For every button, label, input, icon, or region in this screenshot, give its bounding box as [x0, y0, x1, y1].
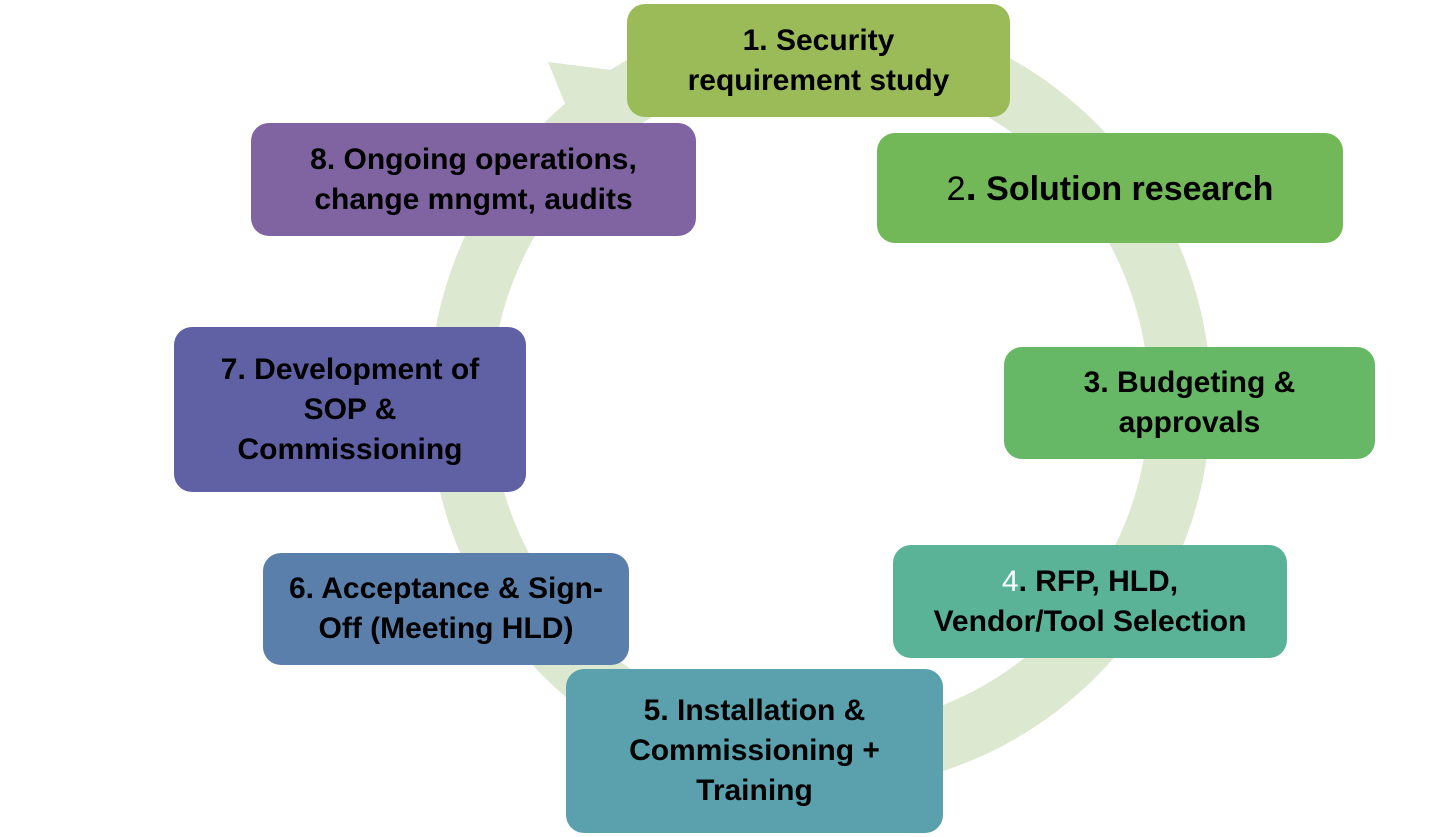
step-2-label: Solution research [986, 170, 1274, 208]
step-8-line-2: change mngmt, audits [314, 182, 633, 216]
step-5-line-2: Commissioning + [629, 734, 880, 767]
step-3-line-1: 3. Budgeting & [1083, 366, 1296, 399]
step-1-line-2: requirement study [687, 63, 950, 97]
step-6-acceptance-sign-off: 6. Acceptance & Sign- Off (Meeting HLD) [263, 553, 629, 665]
step-6-line-2: Off (Meeting HLD) [318, 612, 574, 645]
step-3-line-2: approvals [1118, 406, 1261, 439]
step-6-line-1: 6. Acceptance & Sign- [289, 572, 603, 605]
step-4-line-2: Vendor/Tool Selection [933, 604, 1247, 638]
step-1-security-requirement-study: 1. Security requirement study [627, 4, 1010, 117]
step-2-dot: . [965, 165, 977, 209]
step-8-ongoing-operations: 8. Ongoing operations, change mngmt, aud… [251, 123, 696, 236]
step-1-line-1: 1. Security [742, 23, 895, 57]
step-3-budgeting-approvals: 3. Budgeting & approvals [1004, 347, 1375, 459]
step-2-solution-research: 2. Solution research [877, 133, 1343, 243]
cycle-arrow-head [548, 62, 612, 128]
step-4-line-1: . RFP, HLD, [1018, 564, 1179, 598]
step-4-number: 4 [1001, 564, 1019, 598]
step-7-line-3: Commissioning [237, 432, 463, 466]
step-5-installation-commissioning: 5. Installation & Commissioning + Traini… [566, 669, 943, 833]
step-5-line-1: 5. Installation & [643, 694, 866, 727]
step-2-number: 2 [946, 170, 966, 208]
step-5-line-3: Training [696, 774, 813, 807]
step-8-line-1: 8. Ongoing operations, [310, 142, 637, 176]
step-7-development-of-sop: 7. Development of SOP & Commissioning [174, 327, 526, 492]
step-7-line-2: SOP & [303, 392, 397, 426]
step-7-line-1: 7. Development of [220, 352, 480, 386]
step-4-rfp-vendor-selection: 4. RFP, HLD, Vendor/Tool Selection [893, 545, 1287, 658]
